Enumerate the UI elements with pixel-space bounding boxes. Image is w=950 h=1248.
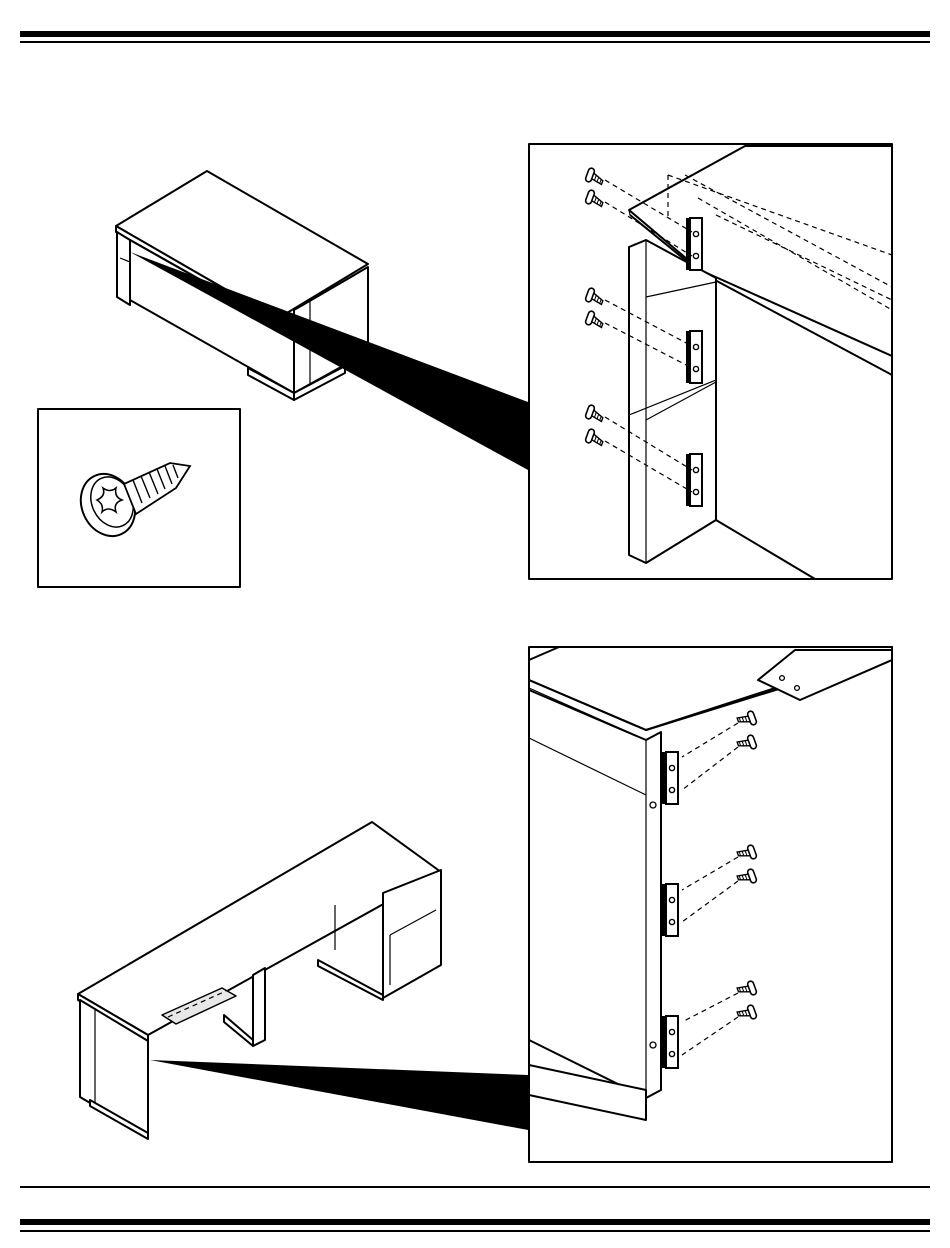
screw-icon [585, 167, 606, 447]
screw-icon [736, 710, 757, 1023]
pan-head-screw-icon [71, 463, 190, 545]
cabinet-overview [116, 171, 528, 470]
screw-callout [38, 409, 240, 587]
long-desk-overview [78, 822, 528, 1139]
callout-pointer [150, 1060, 528, 1130]
header-rule [20, 31, 930, 43]
bracket-detail-top [529, 144, 892, 579]
bracket-detail-bottom [529, 647, 892, 1162]
footer-rule [20, 1186, 930, 1232]
